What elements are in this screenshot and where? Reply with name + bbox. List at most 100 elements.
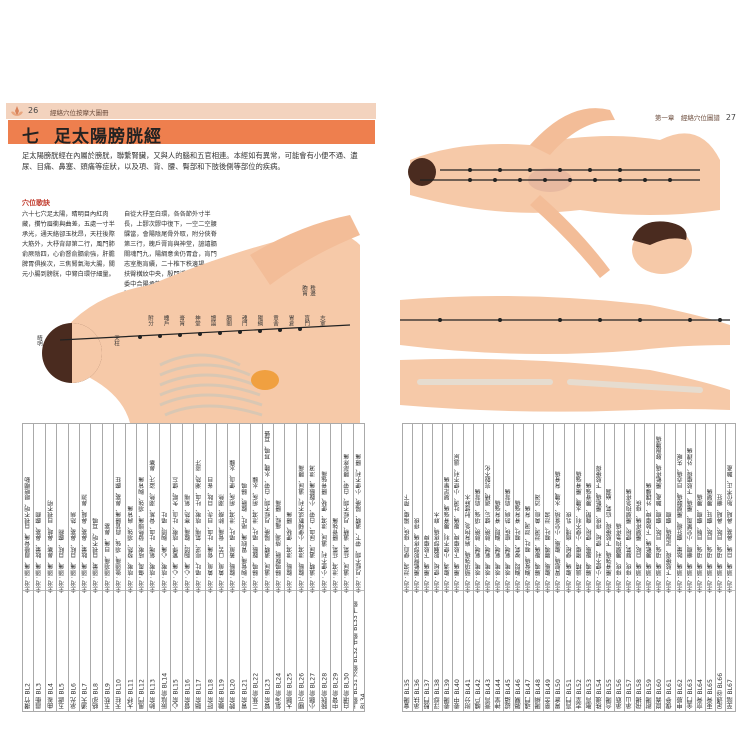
acupoint-indication: 主治：頭痛、鼻塞、鼻衄、目視不明 [48,500,55,593]
acupoint-indication: 主治：胸脅痛、嘔吐、泄瀉、背痛 [526,506,533,593]
acupoint-code: 陽綱 BL48 [535,679,543,709]
acupoint-code: 金門 BL63 [686,679,694,709]
acupoint-code: 跗陽 BL59 [646,679,654,709]
back-label: 附分 [147,315,153,326]
table-row: 主治：胸悶、噯氣、嘔吐、脊背強痛膈關 BL46 [514,424,525,711]
left-page-number: 26 [28,106,39,115]
acupoint-code: 大腸俞 BL25 [287,672,295,709]
acupoint-indication: 主治：咳嗽、氣喘、肺癆、健忘、遺精、完穀不化 [485,465,492,593]
acupoint-indication: 主治：腹脹、黃疸、嘔吐、泄瀉、痢疾、便血、水腫 [231,459,238,593]
table-row: 主治：腹脹、黃疸、嘔吐、泄瀉、痢疾、便血、水腫脾俞 BL20 [228,424,240,711]
table-row: 主治：傷風、咳嗽、發熱頭痛、項強、胸背痛風門 BL12 [137,424,149,711]
table-row: 主治：月經不調、帶下、遺精、陽痿、小便不利、腰痛上髎 BL31 次髎 BL32 … [353,424,366,711]
left-page: 26 經絡穴位按摩大圖冊 七 足太陽膀胱經 足太陽膀胱經在內屬於膀胱，聯繫腎臟，… [6,103,376,712]
intro-paragraph: 足太陽膀胱經在內屬於膀胱，聯繫腎臟，又與人的腦和五官相連。本經如有異常，可能會有… [22,151,358,171]
acupoint-code: 上髎 BL31 次髎 BL32 中髎 BL33 下髎 BL34 [353,600,366,709]
lotus-icon [11,106,23,116]
acupoint-code: 膽俞 BL19 [218,679,226,709]
back-label: 志室 [318,315,325,326]
acupoint-indication: 主治：嘔吐、呃逆、氣喘、咳嗽、吐血、潮熱、盜汗 [196,459,203,593]
table-row: 主治：咳嗽、氣喘、肺癆、項強、肩背痛魄戶 BL42 [473,424,484,711]
acupoint-code: 大杼 BL11 [127,679,135,709]
acupoint-indication: 主治：頭痛、腰骶痛、下肢痿痺、外踝腫痛 [647,482,654,593]
back-label: 譩譆 [209,315,216,326]
acupoint-code: 曲差 BL4 [47,683,55,709]
acupoint-indication: 主治：腹滿、小便不利、腰脊強痛、腿足攣痛 [445,477,452,593]
acupoint-code: 魂門 BL47 [525,679,533,709]
back-label: 魂門 [240,315,247,326]
acupoint-indication: 主治：腰骶臀股部疼痛、痔疾 [415,517,422,593]
table-row: 主治：頭痛、項強、目眩、鼻衄、癲狂足通谷 BL66 [715,424,726,711]
table-row: 主治：腹滿、小便不利、腰脊強痛、腿足攣痛委陽 BL39 [443,424,454,711]
label-arm-side-2: 秩邊 [309,285,315,296]
table-row: 主治：頭痛、項強、目眩、癲狂、腰腿痛束骨 BL65 [705,424,716,711]
acupoint-code: 飛揚 BL58 [636,679,644,709]
acupoint-code: 五處 BL5 [58,683,66,709]
table-row: 主治：頭暈、目視不明、耳鳴絡卻 BL8 [91,424,103,711]
acupoint-code: 膀胱俞 BL28 [321,672,329,709]
acupoint-code: 崑崙 BL60 [656,679,664,709]
acupoint-code: 氣海俞 BL24 [275,672,283,709]
table-row: 主治：頭痛、鼻塞、鼻衄、目視不明曲差 BL4 [45,424,58,711]
acupoint-indication: 主治：黃疸、脅痛、吐血、目赤、目眩、雀目 [208,477,215,593]
table-row: 主治：腸鳴、腹脹、嘔吐、泄瀉、痢疾、水腫三焦俞 BL22 [251,424,263,711]
right-page-number: 27 [725,113,736,122]
acupoint-indication: 主治：遺尿、疝氣、遺精、月經不調、白帶、腰部疼痛 [345,453,352,593]
acupoint-indication: 主治：頭痛、項強、目眩、癲狂、腰腿痛 [707,488,714,593]
acupoint-code: 心俞 BL15 [172,679,180,709]
acupoint-indication: 主治：頭痛、眉棱骨痛、目視不明、眼瞼瞤動 [25,477,32,593]
table-row: 主治：頭項痛、目痛、鼻塞玉枕 BL9 [102,424,115,711]
table-row: 主治：痔疾、腳氣、便秘、腰腿拘急疼痛承山 BL57 [625,424,636,711]
table-row: 主治：遺尿、疝氣、遺精、月經不調、白帶、腰部疼痛白環俞 BL30 [342,424,354,711]
acupoint-code: 天柱 BL10 [115,679,123,709]
table-row: 主治：便秘、股膕部疼痛、麻木浮郄 BL38 [433,424,444,711]
acupoint-code: 胞肓 BL53 [585,679,593,709]
back-label: 膏肓 [178,315,185,326]
table-row: 主治：胸脅痛、胃脘痛、嘔吐、腹脹、腸鳴胃俞 BL21 [239,424,252,711]
acupoint-indication: 主治：腹脹、腸鳴、嘔吐、泄瀉 [546,511,553,593]
acupoint-indication: 主治：後頭痛、項強、肩背腰痛、鼻塞、癲狂 [116,477,123,593]
acupoint-code: 厥陰俞 BL14 [161,672,169,709]
table-row: 主治：腹脹、泄瀉、便秘、腰痛大腸俞 BL25 [285,424,297,711]
acupoint-indication: 主治：遺精、陽痿、小便不利、水腫、腰脊強痛 [576,471,583,593]
acupoint-indication: 主治：頭痛、項強、目眩、癲癇、難產、腰骶疼痛、腳跟腫痛 [657,436,664,593]
acupoint-indication: 主治：心痛、驚悸、咳嗽、吐血、失眠、健忘 [173,477,180,593]
table-row: 主治：下肢痿痺、足跟痛、癲癇僕參 BL61 [665,424,676,711]
chapter-title: 第一章 經絡穴位圖譜 [654,114,720,122]
acupoint-code: 脾俞 BL20 [230,679,238,709]
table-row: 主治：頸項強痛、肩背拘急、肘臂麻木附分 BL41 [463,424,474,711]
acupoint-indication: 主治：頭痛、目眩、癲癇 [59,529,66,593]
acupoint-indication: 主治：腰痛、下肢痿痺、腹痛、吐瀉、小便不利、遺尿 [455,453,462,593]
table-row: 主治：咳嗽、氣喘、瘧疾、熱病、肩背痛譩譆 BL45 [503,424,515,711]
table-row: 主治：頭痛、眉棱骨痛、目視不明、眼瞼瞤動攢竹 BL2 [23,424,35,711]
table-row: 主治：咳嗽、氣喘、吐血、骨蒸、潮熱、盜汗、鼻塞肺俞 BL13 [148,424,160,711]
acupoint-code: 攢竹 BL2 [24,683,32,709]
acupoint-indication: 主治：頸項強痛、肩背拘急、肘臂麻木 [465,494,472,593]
acupoint-code: 京骨 BL64 [696,679,704,709]
acupoint-indication: 主治：腸鳴、腹痛、泄瀉、黃疸、消渴 [536,494,543,593]
acupoint-indication: 主治：頭暈、目視不明、耳鳴 [94,517,101,593]
acupoint-indication: 主治：頭痛、項強、目眩、鼻衄、癲狂 [717,494,724,593]
acupoint-indication: 主治：頭痛、項強、目翳、癲癇、腰痛 [697,494,704,593]
acupoint-indication: 主治：遺尿、遺精、陽痿、月經不調、白帶、水腫、耳鳴、耳聾 [265,430,272,593]
acupoint-code: 絡卻 BL8 [93,683,101,709]
song-column-1: 六十七穴足太陽，睛明目內紅肉藏，攢竹眉衝與曲差，五處一寸半承光，通天絡卻玉枕昂，… [22,211,115,278]
acupoint-code: 附分 BL41 [464,679,472,709]
table-row: 主治：遺精、陽痿、小便不利、水腫、腰脊強痛志室 BL52 [574,424,585,711]
acupoint-indication: 主治：腸鳴、腹脹、便秘、癃閉、腰脊強痛 [586,482,593,593]
acupoint-code: 小腸俞 BL27 [309,672,317,709]
table-row: 主治：遺尿、遺精、陽痿、月經不調、白帶、水腫、耳鳴、耳聾腎俞 BL23 [262,424,274,711]
acupoint-code: 風門 BL12 [138,679,146,709]
acupoint-indication: 主治：頭痛、目眩、鼻塞、熱病 [71,511,78,593]
acupoint-code: 承山 BL57 [626,679,634,709]
acupoint-indication: 主治：心痛、胸悶、腹痛、寒熱、氣喘 [185,494,192,593]
table-row: 主治：頭痛、眩暈、鼻塞、鼻衄、鼻淵通天 BL7 [80,424,92,711]
section-title: 七 足太陽膀胱經 [8,120,375,147]
back-label: 陽綱 [256,315,263,326]
acupoint-indication: 主治：頭痛、目痛、鼻塞、鼻衄、胎位不正、難產 [728,465,735,593]
acupoint-indication: 主治：月經不調、帶下、遺精、陽痿、小便不利、腰痛 [356,453,363,593]
acupoint-indication: 主治：胸悶、噯氣、嘔吐、脊背強痛 [516,500,523,593]
left-header: 26 經絡穴位按摩大圖冊 [6,103,376,119]
